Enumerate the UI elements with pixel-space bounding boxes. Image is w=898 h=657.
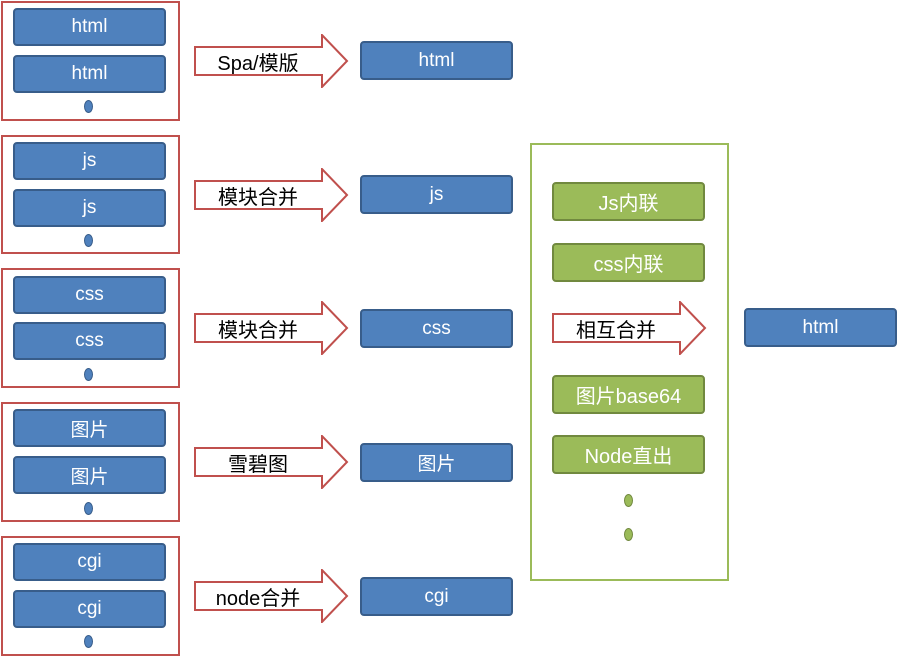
js-source-box-1: js	[13, 142, 166, 180]
image-source-box-1: 图片	[13, 409, 166, 447]
box-label: css内联	[593, 254, 664, 276]
box-label: js	[82, 197, 97, 218]
html-source-box-1: html	[13, 8, 166, 46]
html-result-box: html	[360, 41, 513, 80]
arrow-css: 模块合并	[194, 301, 349, 355]
final-html-box: html	[744, 308, 897, 347]
box-label: css	[75, 330, 104, 351]
arrow-label: 模块合并	[218, 319, 298, 342]
arrow-right-icon	[194, 301, 349, 355]
box-label: css	[75, 284, 104, 305]
css-source-box-2: css	[13, 322, 166, 360]
node-direct-box: Node直出	[552, 435, 705, 474]
js-source-box-2: js	[13, 189, 166, 227]
image-result-box: 图片	[360, 443, 513, 482]
css-result-box: css	[360, 309, 513, 348]
box-label: 图片	[70, 466, 109, 488]
arrow-right-icon	[194, 168, 349, 222]
js-inline-box: Js内联	[552, 182, 705, 221]
ellipsis-dot	[624, 494, 633, 507]
box-label: html	[71, 16, 108, 37]
arrow-label: 相互合并	[576, 319, 656, 342]
box-label: Node直出	[584, 446, 673, 468]
css-inline-box: css内联	[552, 243, 705, 282]
ellipsis-dot	[624, 528, 633, 541]
ellipsis-dot	[84, 234, 93, 247]
ellipsis-dot	[84, 368, 93, 381]
arrow-label: 雪碧图	[228, 453, 288, 476]
arrow-js: 模块合并	[194, 168, 349, 222]
arrow-right-icon	[194, 435, 349, 489]
arrow-label: 模块合并	[218, 186, 298, 209]
arrow-inline-merge: 相互合并	[552, 301, 707, 355]
image-source-box-2: 图片	[13, 456, 166, 494]
box-label: 图片base64	[575, 386, 682, 408]
box-label: cgi	[424, 585, 449, 607]
arrow-right-icon	[194, 34, 349, 88]
arrow-cgi: node合并	[194, 569, 349, 623]
arrow-right-icon	[194, 569, 349, 623]
box-label: 图片	[70, 419, 109, 441]
box-label: js	[82, 150, 97, 171]
arrow-html: Spa/模版	[194, 34, 349, 88]
box-label: js	[429, 183, 444, 205]
arrow-image: 雪碧图	[194, 435, 349, 489]
box-label: css	[422, 317, 451, 339]
js-result-box: js	[360, 175, 513, 214]
ellipsis-dot	[84, 502, 93, 515]
box-label: 图片	[417, 454, 456, 475]
arrow-label: Spa/模版	[217, 52, 299, 75]
ellipsis-dot	[84, 635, 93, 648]
image-base64-box: 图片base64	[552, 375, 705, 414]
cgi-result-box: cgi	[360, 577, 513, 616]
cgi-source-box-2: cgi	[13, 590, 166, 628]
ellipsis-dot	[84, 100, 93, 113]
box-label: html	[418, 49, 455, 71]
cgi-source-box-1: cgi	[13, 543, 166, 581]
box-label: cgi	[77, 551, 102, 572]
arrow-label: node合并	[215, 587, 301, 610]
box-label: Js内联	[598, 193, 659, 215]
box-label: cgi	[77, 598, 102, 619]
box-label: html	[802, 316, 839, 338]
css-source-box-1: css	[13, 276, 166, 314]
box-label: html	[71, 63, 108, 84]
arrow-right-icon	[552, 301, 707, 355]
html-source-box-2: html	[13, 55, 166, 93]
